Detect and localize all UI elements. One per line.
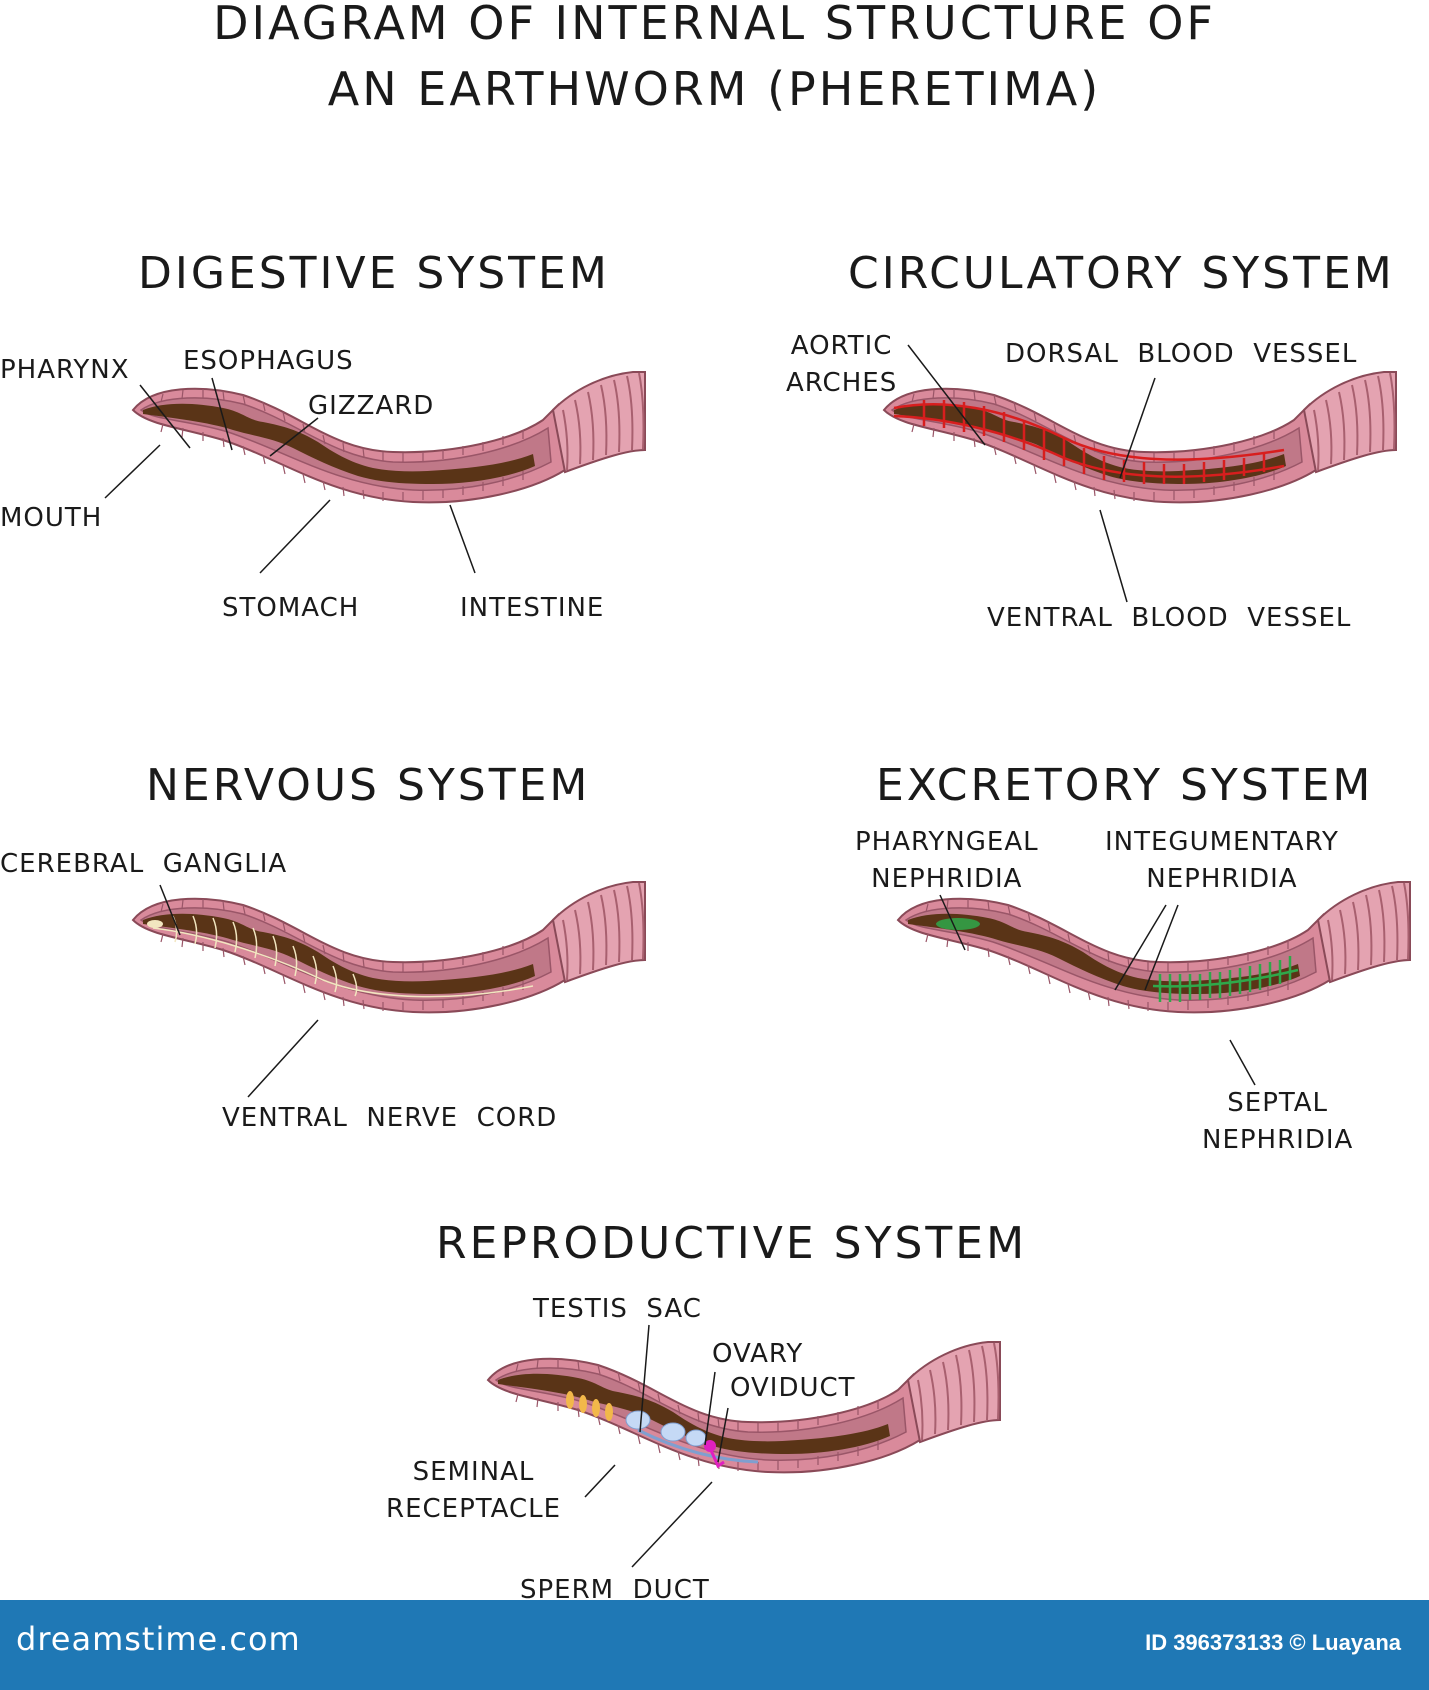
excretory-title: EXCRETORY SYSTEM [876, 760, 1374, 811]
label-aortic-arches: AORTIC ARCHES [786, 331, 898, 398]
reproductive-worm [487, 1341, 1001, 1474]
excretory-leader-lines [939, 894, 1256, 1086]
nervous-worm [132, 881, 646, 1014]
label-esophagus: ESOPHAGUS [183, 346, 354, 376]
reproductive-title: REPRODUCTIVE SYSTEM [436, 1218, 1028, 1269]
image-credit: ID 396373133 © Luayana [1145, 1630, 1401, 1655]
label-gizzard: GIZZARD [308, 391, 435, 421]
label-ovary: OVARY [712, 1339, 804, 1369]
label-mouth: MOUTH [0, 503, 103, 533]
label-dorsal-blood-vessel: DORSAL BLOOD VESSEL [1005, 339, 1358, 369]
label-oviduct: OVIDUCT [730, 1373, 856, 1403]
label-pharyngeal-nephridia: PHARYNGEAL NEPHRIDIA [855, 827, 1039, 894]
title-line-1: DIAGRAM OF INTERNAL STRUCTURE OF [213, 0, 1216, 50]
excretory-worm [897, 881, 1411, 1014]
footer-bar: dreamstime.com ID 396373133 © Luayana [0, 1600, 1429, 1690]
nervous-title: NERVOUS SYSTEM [146, 760, 591, 811]
label-seminal-receptacle: SEMINAL RECEPTACLE [386, 1457, 562, 1524]
circulatory-leader-lines [907, 344, 1156, 603]
label-ventral-nerve-cord: VENTRAL NERVE CORD [222, 1103, 558, 1133]
diagram-artwork [104, 344, 1411, 1568]
reproductive-leader-lines [584, 1324, 729, 1568]
circulatory-worm [883, 371, 1397, 504]
label-integumentary-nephridia: INTEGUMENTARY NEPHRIDIA [1105, 827, 1339, 894]
label-pharynx: PHARYNX [0, 355, 130, 385]
label-cerebral-ganglia: CEREBRAL GANGLIA [0, 849, 288, 879]
label-testis-sac: TESTIS SAC [533, 1294, 702, 1324]
title-line-2: AN EARTHWORM (PHERETIMA) [327, 62, 1102, 116]
digestive-title: DIGESTIVE SYSTEM [138, 248, 610, 299]
circulatory-title: CIRCULATORY SYSTEM [848, 248, 1395, 299]
nervous-leader-lines [159, 884, 319, 1098]
label-stomach: STOMACH [222, 593, 360, 623]
label-septal-nephridia: SEPTAL NEPHRIDIA [1202, 1088, 1354, 1155]
brand-logo[interactable]: dreamstime.com [16, 1620, 301, 1658]
label-intestine: INTESTINE [460, 593, 605, 623]
label-ventral-blood-vessel: VENTRAL BLOOD VESSEL [987, 603, 1352, 633]
digestive-leader-lines [104, 377, 476, 574]
